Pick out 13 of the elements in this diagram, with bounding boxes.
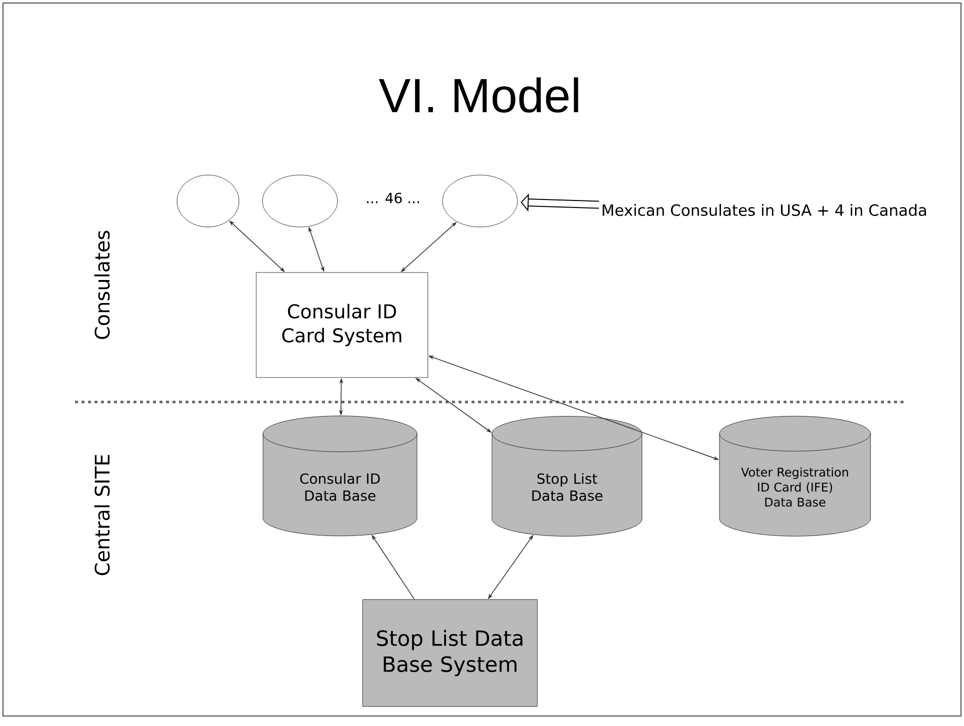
title: VI. Model <box>378 77 578 113</box>
ellipsis-label: ... 46 ... <box>367 192 419 204</box>
database-cylinder: Consular ID Data Base <box>262 416 418 536</box>
database-cylinder: Voter Registration ID Card (IFE) Data Base <box>719 416 871 536</box>
database-cylinder: Stop List Data Base <box>492 416 642 536</box>
consulate-ellipse <box>262 174 338 228</box>
consulate-ellipse <box>176 174 240 228</box>
section-label: Central SITE <box>94 454 110 576</box>
section-label: Consulates <box>94 230 110 340</box>
system-box: Stop List Data Base System <box>362 599 538 707</box>
caption-text: Mexican Consulates in USA + 4 in Canada <box>602 204 926 216</box>
consulate-ellipse <box>442 174 518 228</box>
system-box: Consular ID Card System <box>256 272 428 378</box>
